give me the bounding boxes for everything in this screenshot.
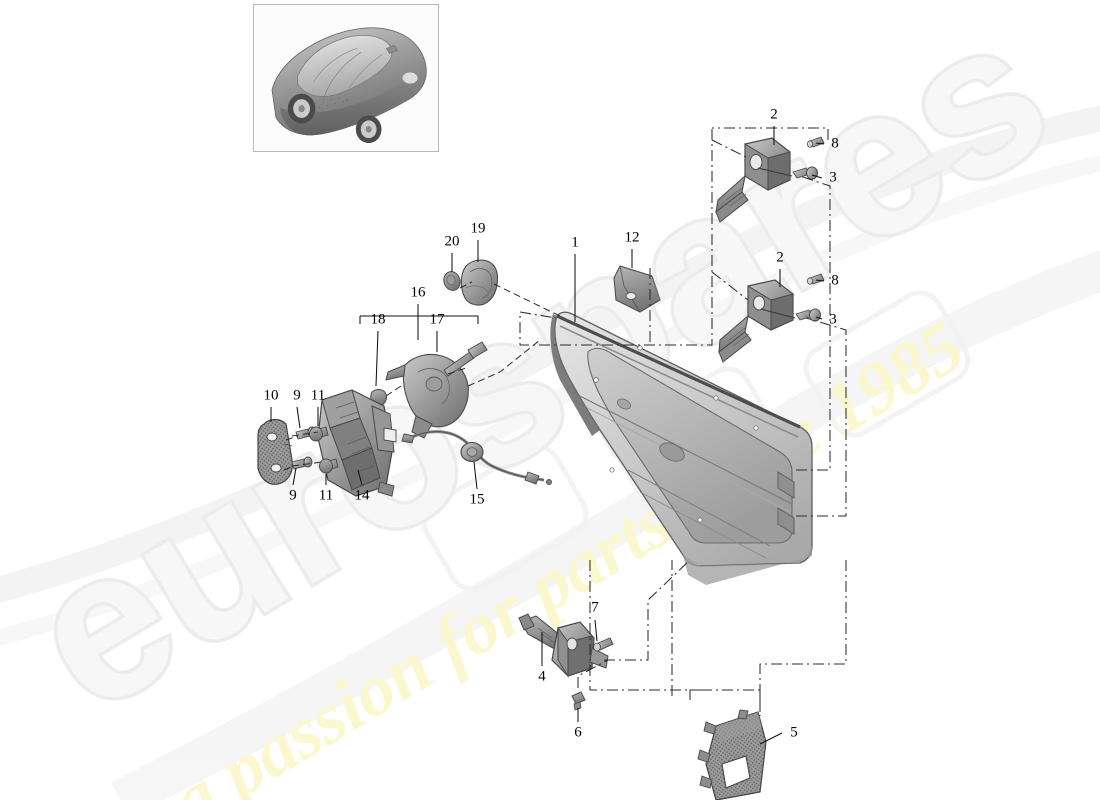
part-trim-cover-panel <box>697 709 767 800</box>
part-lock-bolt-lower <box>319 458 339 474</box>
part-hinge-pin-upper <box>807 136 825 148</box>
callout-3a: 3 <box>829 169 837 185</box>
part-lock-screw-lower <box>291 456 313 470</box>
part-door-shell <box>550 311 813 585</box>
callout-12: 12 <box>625 229 640 245</box>
callout-2b: 2 <box>776 249 784 265</box>
callout-3b: 3 <box>829 311 837 327</box>
callout-17: 17 <box>430 311 446 327</box>
front-wheel <box>355 115 382 144</box>
callout-11b: 11 <box>319 487 333 503</box>
part-lock-bolt-upper <box>309 426 329 442</box>
callout-1: 1 <box>571 234 579 250</box>
rear-wheel <box>287 93 316 124</box>
part-hinge-pin-lower <box>807 273 825 285</box>
part-door-lock-latch <box>317 389 397 497</box>
callout-20: 20 <box>445 233 460 249</box>
callout-18: 18 <box>371 311 386 327</box>
callout-16: 16 <box>411 284 427 300</box>
callout-4: 4 <box>538 668 546 684</box>
callout-6: 6 <box>574 724 582 740</box>
part-door-hinge-upper <box>715 137 793 223</box>
vehicle-thumbnail-image <box>254 5 438 151</box>
callout-numbers: 1 2 2 3 3 4 5 6 7 8 8 9 9 10 11 11 12 14… <box>264 106 839 740</box>
vehicle-thumbnail <box>253 4 439 152</box>
callout-10: 10 <box>264 387 279 403</box>
part-door-check-strap <box>518 613 609 678</box>
part-lock-striker-plate <box>257 418 293 485</box>
callout-leaders <box>270 126 825 745</box>
part-handle-bolt <box>443 341 488 377</box>
part-handle-end-cap <box>443 271 461 291</box>
callout-5: 5 <box>790 724 798 740</box>
callout-9b: 9 <box>289 487 297 503</box>
callout-8a: 8 <box>831 135 839 151</box>
callout-19: 19 <box>471 220 486 236</box>
callout-11a: 11 <box>311 387 325 403</box>
part-mounting-bracket <box>613 265 661 313</box>
callout-7: 7 <box>591 599 599 615</box>
part-check-strap-screw <box>593 637 614 652</box>
part-door-hinge-lower <box>718 279 796 363</box>
callout-2a: 2 <box>770 106 778 122</box>
assembly-leader-lines <box>283 127 847 716</box>
part-exterior-door-handle <box>460 259 499 306</box>
part-check-strap-bolt <box>571 691 586 711</box>
callout-9a: 9 <box>293 387 301 403</box>
part-bowden-release-cable <box>401 430 552 485</box>
callout-15: 15 <box>470 491 485 507</box>
callout-8b: 8 <box>831 272 839 288</box>
callout-14: 14 <box>355 487 371 503</box>
